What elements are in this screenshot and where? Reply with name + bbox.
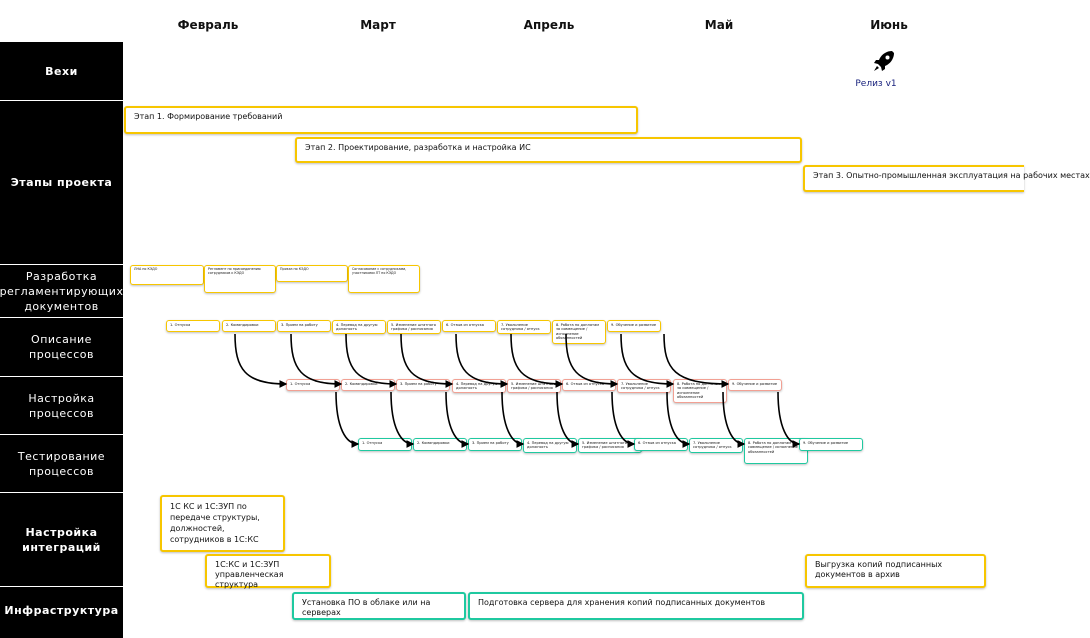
process-desc-card[interactable]: 5. Изменение штатного графика / расписан… [387,320,441,334]
month-apr: Апрель [523,18,575,32]
flow-arrow-setup-to-test [445,391,470,448]
flow-arrow-setup-to-test [390,391,415,448]
process-desc-card[interactable]: 3. Прием на работу [277,320,331,332]
process-test-card[interactable]: 3. Прием на работу [468,438,522,451]
flow-arrow-desc-to-setup [663,333,730,388]
row-divider [0,317,123,318]
stage-bar-3[interactable]: Этап 3. Опытно-промышленная эксплуатация… [803,165,1090,192]
process-setup-card[interactable]: 6. Отзыв из отпуска [562,379,616,391]
rocket-icon [874,51,894,71]
integration-card-archive[interactable]: Выгрузка копий подписанных документов в … [805,554,986,588]
row-divider [0,492,123,493]
process-setup-card[interactable]: 1. Отпуска [286,379,340,391]
process-setup-card[interactable]: 5. Изменение штатного графика / расписан… [507,379,561,393]
row-label-process-description: Описание процессов [29,333,94,361]
flow-arrow-setup-to-test [335,391,360,448]
process-setup-card[interactable]: 8. Работа по доплатам за совмещение / ис… [673,379,727,403]
process-desc-card[interactable]: 2. Командировки [222,320,276,332]
regdoc-card[interactable]: ЛНА по КЭДО [130,265,204,285]
process-setup-card[interactable]: 2. Командировки [341,379,395,391]
month-mar: Март [360,18,396,32]
process-desc-card[interactable]: 8. Работа по доплатам за совмещение / ис… [552,320,606,344]
process-flow-arrows [234,333,801,448]
process-test-card[interactable]: 2. Командировки [413,438,467,451]
integration-card-structure[interactable]: 1С КС и 1С:ЗУП по передаче структуры, до… [160,495,285,552]
row-divider [0,100,123,101]
process-test-card[interactable]: 1. Отпуска [358,438,412,451]
integration-card-management[interactable]: 1С:КС и 1С:ЗУП управленческая структура [205,554,331,589]
row-divider [0,586,123,587]
row-label-regdocs: Разработка регламентирующих документов [0,269,124,313]
stage-bar-2[interactable]: Этап 2. Проектирование, разработка и нас… [295,137,802,163]
month-feb: Февраль [177,18,239,32]
process-desc-card[interactable]: 7. Увольнение сотрудника / отпуск [497,320,551,334]
flow-arrow-setup-to-test [611,391,636,448]
process-test-card[interactable]: 5. Изменение штатного графика / расписан… [578,438,642,453]
process-test-card[interactable]: 7. Увольнение сотрудника / отпуск [689,438,743,453]
month-jun: Июнь [870,18,908,32]
flow-arrow-desc-to-setup [400,333,454,388]
flow-arrow-setup-to-test [501,391,525,448]
infra-card-install[interactable]: Установка ПО в облаке или на серверах [292,592,466,620]
process-setup-card[interactable]: 3. Прием на работу [396,379,450,391]
row-sidebar [0,42,123,638]
process-setup-card[interactable]: 9. Обучение и развитие [728,379,782,391]
flow-arrow-desc-to-setup [290,333,343,388]
process-desc-card[interactable]: 4. Перевод на другую должность [332,320,386,334]
process-test-card[interactable]: 4. Перевод на другую должность [523,438,577,453]
flow-arrow-setup-to-test [556,391,580,448]
regdoc-card[interactable]: Приказ по КЭДО [276,265,348,282]
flow-arrow-setup-to-test [777,391,801,448]
row-divider [0,264,123,265]
regdoc-card[interactable]: Согласование с сотрудниками, участниками… [348,265,420,293]
process-setup-card[interactable]: 7. Увольнение сотрудника / отпуск [617,379,671,393]
process-test-card[interactable]: 9. Обучение и развитие [799,438,863,451]
process-test-card[interactable]: 8. Работа по доплатам за совмещение / ис… [744,438,808,464]
row-divider [0,434,123,435]
flow-arrow-desc-to-setup [455,333,509,388]
process-setup-card[interactable]: 4. Перевод на другую должность [452,379,506,393]
process-desc-card[interactable]: 1. Отпуска [166,320,220,332]
row-label-process-testing: Тестирование процессов [17,449,106,478]
flow-arrow-desc-to-setup [620,333,675,388]
row-divider [0,376,123,377]
regdoc-card[interactable]: Регламент по присоединению сотрудников к… [204,265,276,293]
process-desc-card[interactable]: 9. Обучение и развитие [607,320,661,332]
row-label-infrastructure: Инфраструктура [4,604,119,617]
flow-arrow-desc-to-setup [234,333,288,388]
infra-card-server[interactable]: Подготовка сервера для хранения копий по… [468,592,804,620]
row-label-integrations: Настройка интеграций [22,525,101,554]
row-label-stages: Этапы проекта [10,176,113,189]
stage-bar-1[interactable]: Этап 1. Формирование требований [124,106,638,134]
milestone-release-label: Релиз v1 [855,79,897,89]
row-label-milestones: Вехи [45,64,78,78]
timeline-header: Февраль Март Апрель Май Июнь [0,0,1024,42]
process-desc-card[interactable]: 6. Отзыв из отпуска [442,320,496,332]
process-test-card[interactable]: 6. Отзыв из отпуска [634,438,688,451]
month-may: Май [704,18,734,32]
row-label-process-setup: Настройка процессов [28,391,95,420]
flow-arrow-desc-to-setup [345,333,398,388]
